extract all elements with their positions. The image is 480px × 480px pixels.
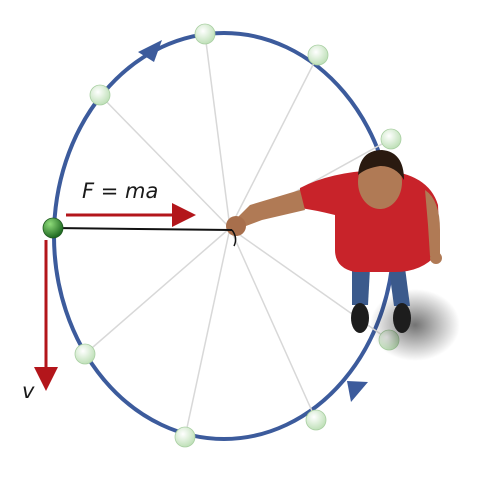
spoke — [204, 33, 231, 229]
person-shadow — [370, 289, 460, 361]
spoke — [99, 94, 231, 229]
ghost-ball — [307, 44, 329, 66]
string — [53, 227, 233, 231]
spoke — [229, 54, 319, 229]
ghost-ball — [305, 409, 327, 431]
spokes — [84, 33, 392, 438]
ghost-ball — [74, 343, 96, 365]
ghost-ball — [194, 23, 216, 45]
ghost-ball — [380, 128, 402, 150]
direction-arrow-icon — [138, 40, 162, 62]
direction-arrow-icon — [347, 381, 368, 402]
spoke — [84, 227, 231, 355]
person — [226, 150, 442, 333]
ghost-ball — [174, 426, 196, 448]
spoke — [184, 227, 231, 438]
string-loop — [231, 229, 237, 247]
force-label: F = ma — [82, 179, 158, 203]
ghost-ball — [89, 84, 111, 106]
velocity-label: v — [22, 379, 35, 403]
ball — [42, 217, 64, 239]
spoke — [229, 227, 317, 421]
